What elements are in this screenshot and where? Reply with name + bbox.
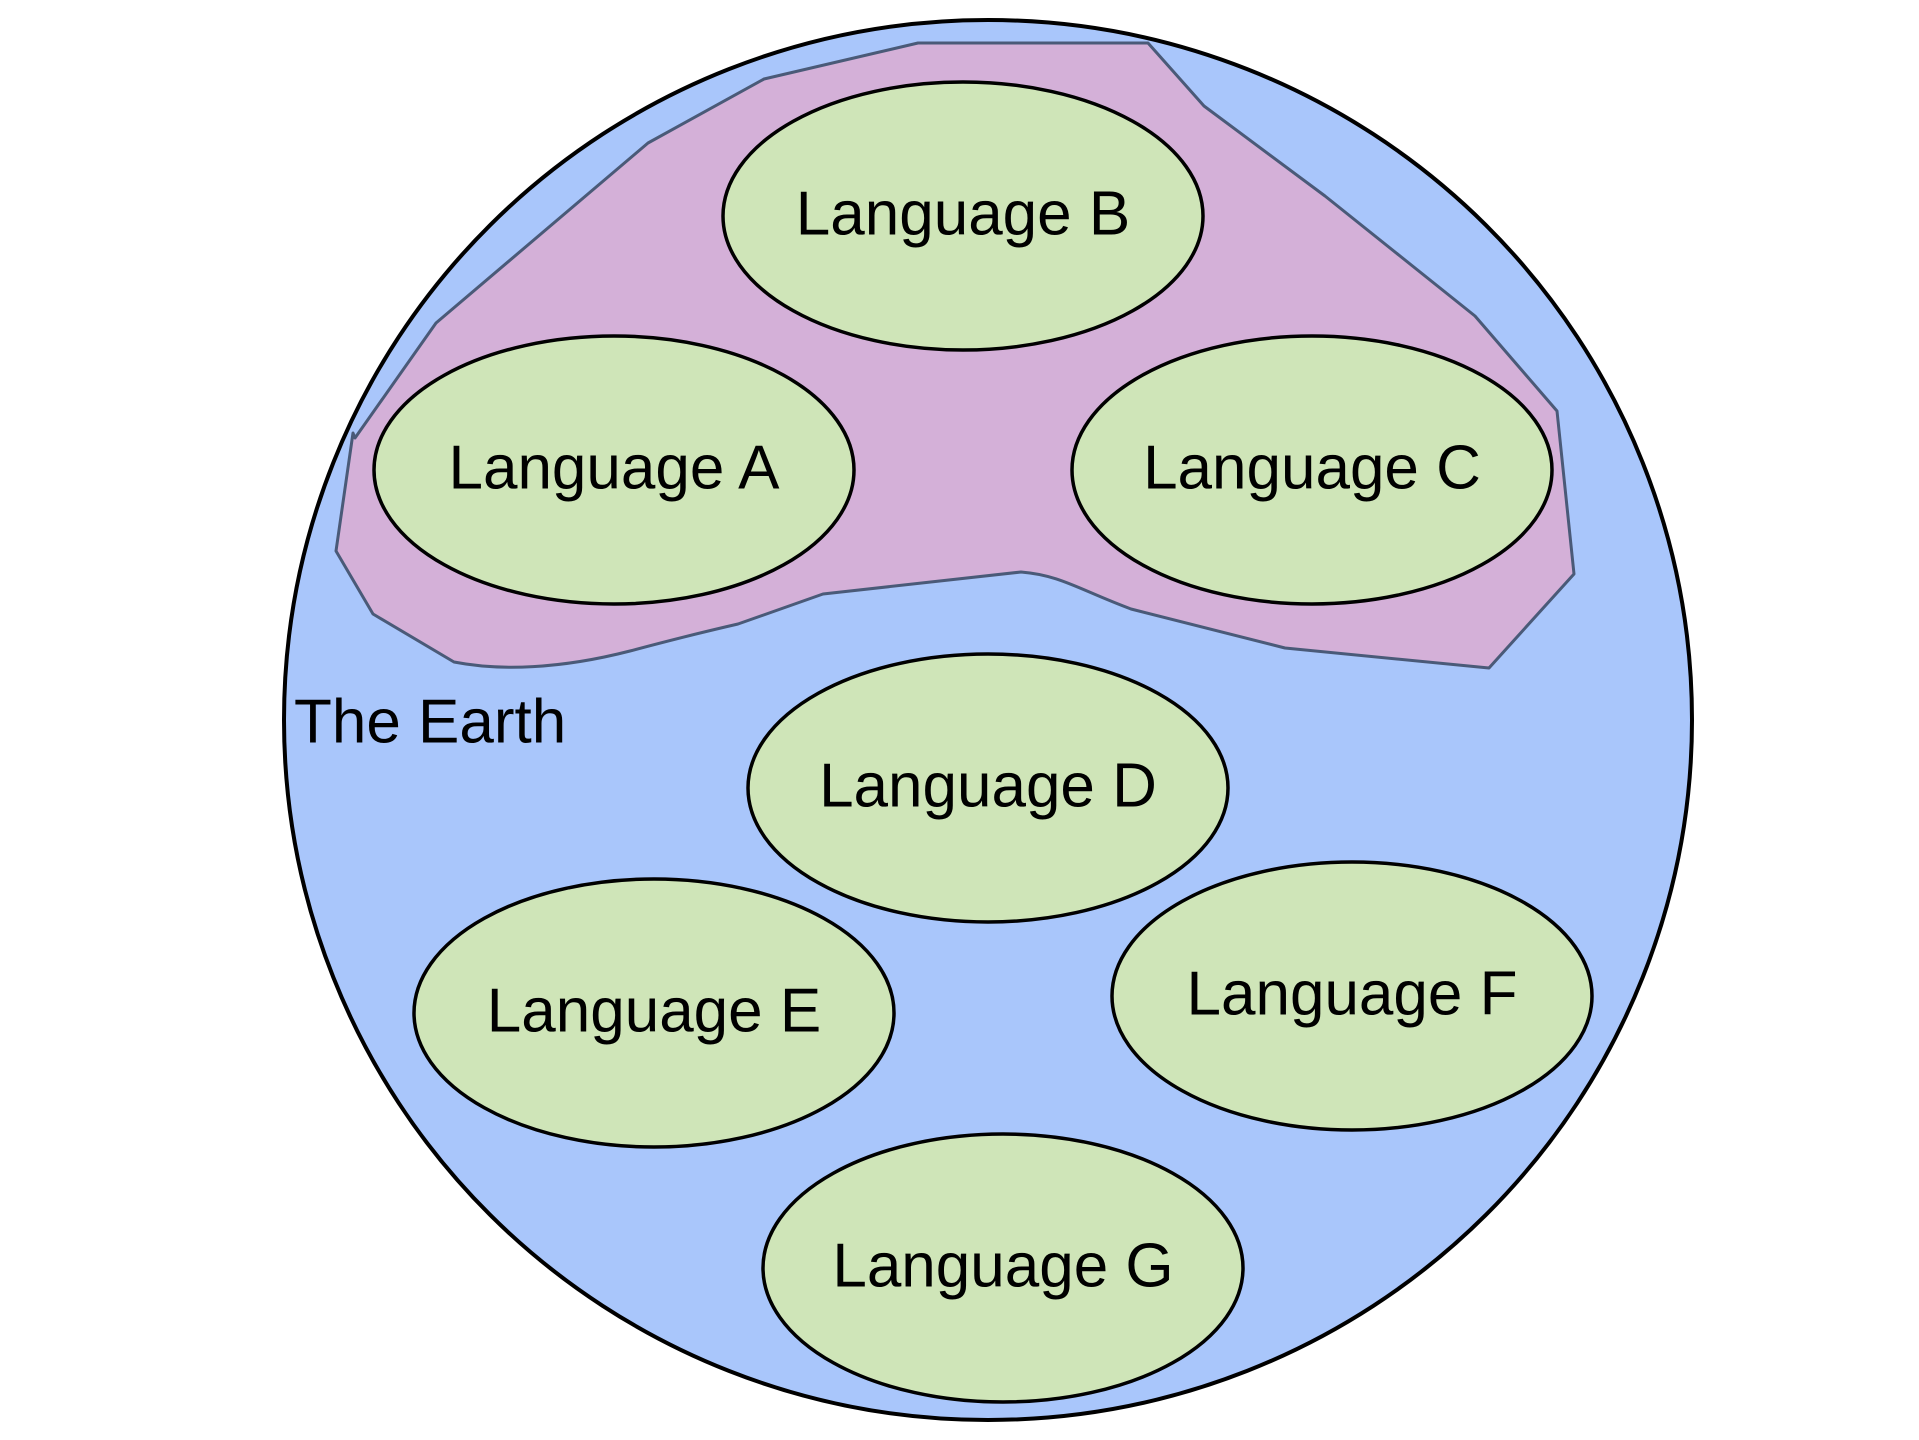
language-c-label: Language C <box>1143 433 1481 502</box>
language-b-ellipse <box>721 80 1205 352</box>
language-f-ellipse <box>1110 860 1594 1132</box>
language-d-ellipse <box>746 652 1230 924</box>
language-e: Language E <box>412 877 896 1149</box>
language-g-ellipse <box>761 1132 1245 1404</box>
earth-label: The Earth <box>294 687 566 756</box>
language-c-ellipse <box>1070 334 1554 606</box>
language-b: Language B <box>721 80 1205 352</box>
language-e-label: Language E <box>487 976 821 1045</box>
language-f-label: Language F <box>1187 959 1518 1028</box>
language-d-label: Language D <box>819 751 1157 820</box>
language-b-label: Language B <box>796 179 1130 248</box>
language-g-label: Language G <box>832 1231 1173 1300</box>
language-a: Language A <box>372 334 856 606</box>
language-e-ellipse <box>412 877 896 1149</box>
language-g: Language G <box>761 1132 1245 1404</box>
language-d: Language D <box>746 652 1230 924</box>
language-a-label: Language A <box>448 433 780 502</box>
language-a-ellipse <box>372 334 856 606</box>
language-f: Language F <box>1110 860 1594 1132</box>
language-c: Language C <box>1070 334 1554 606</box>
